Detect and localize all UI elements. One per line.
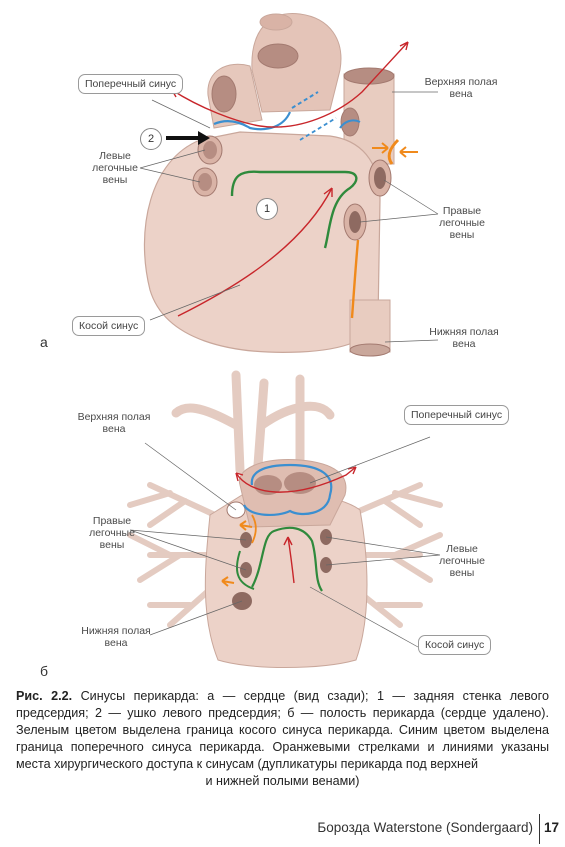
- label-right-pulmonary-veins-a: Правые легочные вены: [439, 205, 485, 241]
- figure-b: Верхняя полая вена Поперечный синус Прав…: [0, 365, 565, 690]
- transverse-arrow-b: [235, 466, 357, 493]
- oblique-sinus-arrowhead: [323, 187, 333, 197]
- caption-text: Синусы перикарда: а — сердце (вид сзади)…: [16, 689, 549, 771]
- heart-body: [143, 131, 381, 353]
- transverse-sinus-path-hidden: [299, 117, 337, 141]
- page-number: 17: [543, 820, 559, 835]
- black-arrow-head: [198, 131, 210, 145]
- label-inferior-vena-cava-a: Нижняя полая вена: [429, 326, 499, 350]
- label-oblique-sinus-a: Косой синус: [72, 316, 146, 336]
- aorta-branch-opening: [259, 13, 293, 31]
- label-inferior-vena-cava-b: Нижняя полая вена: [81, 625, 151, 649]
- heart-posterior-illustration: [139, 13, 439, 357]
- oblique-sinus-border: [230, 170, 358, 249]
- transverse-sinus-border: [213, 111, 292, 131]
- oblique-arrow-b: [287, 536, 295, 584]
- great-vessel-branches: [171, 370, 335, 475]
- marker-1: 1: [256, 198, 278, 220]
- transverse-sinus-border-hidden: [291, 91, 319, 109]
- leader-left-veins-b: [325, 536, 441, 566]
- leader-right-veins-b: [129, 529, 247, 571]
- transverse-arrowhead-b-left: [235, 472, 244, 482]
- transverse-sinus-arrow: [171, 41, 409, 128]
- inferior-access-line: [350, 239, 360, 319]
- marker-2: 2: [140, 128, 162, 150]
- footer-divider: [538, 814, 540, 844]
- figure-a: Поперечный синус 2 Левые легочные вены 1…: [0, 0, 565, 370]
- transverse-sinus-border-right: [339, 119, 361, 129]
- superior-access-line: [387, 138, 400, 165]
- figure-caption: Рис. 2.2. Синусы перикарда: а — сердце (…: [16, 688, 549, 790]
- leader-ivc-b: [149, 600, 243, 636]
- pulmonary-artery-lumen: [211, 75, 237, 113]
- panel-letter-b: б: [40, 663, 49, 679]
- transverse-arrowhead-b-right: [347, 466, 357, 475]
- label-right-pulmonary-veins-b: Правые легочные вены: [89, 515, 135, 551]
- oblique-arrowhead-b: [283, 536, 293, 546]
- ivc-lumen: [349, 343, 391, 357]
- panel-letter-a: а: [40, 334, 48, 350]
- caption-last-line: и нижней полыми венами): [205, 774, 360, 788]
- inferior-vena-cava-shape: [349, 299, 391, 353]
- label-transverse-sinus-b: Поперечный синус: [404, 405, 510, 425]
- superior-access-arrow-2: [399, 146, 418, 158]
- aorta-lumen: [257, 43, 299, 69]
- oblique-sinus-border-b-left: [236, 550, 255, 590]
- page-footer: Борозда Waterstone (Sondergaard) 17: [0, 810, 565, 844]
- leader-transverse: [151, 99, 211, 129]
- inferior-access-arrow-b: [221, 576, 235, 587]
- right-pulmonary-vein-lower-lumen: [349, 211, 361, 233]
- leader-left-veins: [139, 149, 206, 183]
- label-oblique-sinus-b: Косой синус: [418, 635, 492, 655]
- superior-access-line-b: [251, 514, 257, 544]
- label-superior-vena-cava-b: Верхняя полая вена: [77, 411, 151, 435]
- caption-label: Рис. 2.2.: [16, 689, 73, 703]
- leader-svc-b: [144, 442, 237, 511]
- label-superior-vena-cava-a: Верхняя полая вена: [424, 76, 498, 100]
- superior-access-arrow-b: [239, 520, 253, 531]
- transverse-sinus-border-b: [243, 463, 333, 517]
- label-left-pulmonary-veins-a: Левые легочные вены: [92, 150, 138, 186]
- leader-right-veins: [359, 179, 439, 223]
- transverse-sinus-arrowhead-out: [399, 41, 409, 51]
- oblique-sinus-border-b: [251, 526, 323, 592]
- running-title: Борозда Waterstone (Sondergaard): [317, 820, 533, 835]
- left-pulmonary-vein-upper-lumen: [203, 141, 217, 159]
- pericardial-cavity-illustration: [127, 370, 443, 668]
- left-pulmonary-vein-lower-lumen: [198, 173, 212, 191]
- aorta-shape: [251, 13, 342, 113]
- superior-access-arrow: [372, 142, 389, 154]
- leader-oblique: [149, 284, 241, 321]
- leader-oblique-b: [309, 586, 419, 648]
- leader-transverse-b: [309, 436, 431, 484]
- label-left-pulmonary-veins-b: Левые легочные вены: [439, 543, 485, 579]
- right-pulmonary-vein-upper-lumen: [374, 167, 386, 189]
- leader-ivc: [384, 339, 439, 343]
- svc-side-opening: [340, 107, 360, 137]
- svc-lumen: [343, 67, 395, 85]
- oblique-sinus-arrow: [177, 187, 333, 317]
- label-transverse-sinus-a: Поперечный синус: [78, 74, 184, 94]
